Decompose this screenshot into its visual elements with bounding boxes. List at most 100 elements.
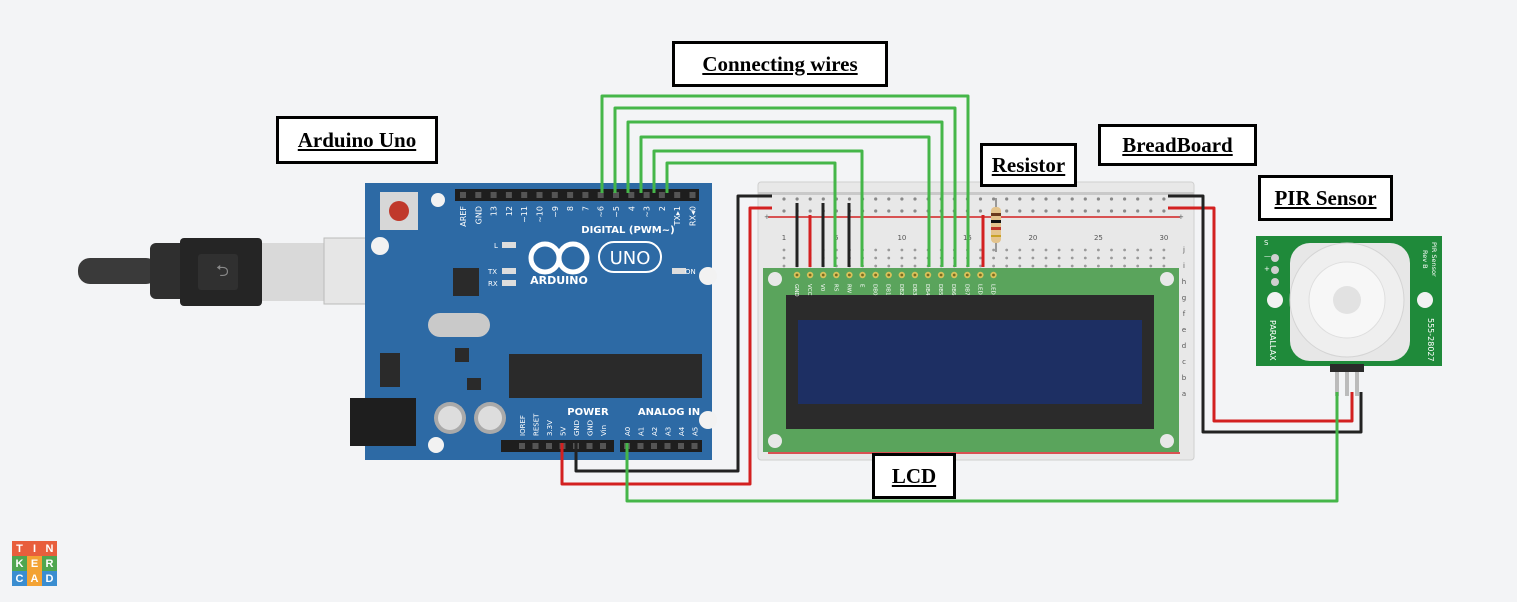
power-pin-label: GND — [573, 420, 581, 436]
header-pin — [551, 192, 558, 198]
breadboard-row-label: g — [1182, 294, 1186, 302]
pir-pin-label: S — [1264, 239, 1269, 247]
breadboard-column-label: 1 — [782, 234, 786, 242]
lcd-pin-label: GND — [793, 284, 799, 297]
header-pin — [567, 192, 574, 198]
header-pin — [536, 192, 543, 198]
usb-icon: ⮌ — [216, 261, 229, 280]
breadboard-row-label: i — [1183, 262, 1185, 270]
digital-pin-label: AREF — [459, 206, 468, 227]
model-label: UNO — [610, 248, 651, 269]
wire-black — [574, 194, 772, 473]
breadboard-row-label: j — [1182, 246, 1185, 254]
lcd-pin-label: DB2 — [898, 284, 904, 296]
breadboard-row-label: e — [1182, 326, 1186, 334]
header-pin — [643, 192, 650, 198]
wire-green — [625, 392, 1339, 503]
analog-pin-label: A4 — [678, 426, 686, 436]
lcd-pin-label: RS — [832, 284, 838, 292]
wire-green — [626, 120, 944, 267]
header-pin — [546, 443, 552, 449]
digital-pin-label: ~5 — [612, 206, 621, 218]
digital-pin-label: GND — [474, 206, 483, 224]
header-pin — [586, 443, 593, 449]
lcd-pin-label: RW — [845, 284, 851, 294]
pir-pin-label: + — [1264, 265, 1270, 273]
power-pin-label: 5V — [560, 427, 568, 436]
power-pin-label: Vin — [600, 425, 608, 436]
lcd-pin-label: DB0 — [872, 284, 878, 296]
header-pin — [519, 443, 525, 449]
header-pin — [532, 443, 539, 449]
tinkercad-logo-letter: T — [12, 541, 27, 556]
pir-board-title: PIR Sensor — [1430, 242, 1438, 277]
digital-pin-label: 4 — [627, 206, 636, 211]
header-pin — [674, 192, 681, 198]
digital-pin-label: ~11 — [520, 206, 529, 223]
tinkercad-logo-letter: D — [42, 571, 57, 586]
tinkercad-logo-letter: N — [42, 541, 57, 556]
breadboard-row-label: c — [1182, 358, 1186, 366]
breadboard-row-label: a — [1182, 390, 1186, 398]
header-pin — [658, 192, 665, 198]
wire-green — [600, 94, 970, 267]
connecting-wires — [560, 94, 1363, 503]
lcd-pin-label: DB3 — [911, 284, 917, 296]
label-pir-sensor: PIR Sensor — [1258, 175, 1393, 221]
header-pin — [678, 443, 684, 449]
breadboard-column-label: 25 — [1094, 234, 1103, 242]
reset-button[interactable] — [389, 201, 409, 221]
header-pin — [521, 192, 528, 198]
l-led-label: L — [494, 242, 498, 250]
header-pin — [460, 192, 466, 198]
breadboard-row-label: h — [1182, 278, 1186, 286]
analog-label: ANALOG IN — [638, 407, 700, 418]
on-label: ON — [685, 268, 696, 276]
tinkercad-logo-letter: R — [42, 556, 57, 571]
resistor[interactable] — [991, 198, 1001, 252]
digital-pin-label: ~3 — [643, 206, 652, 218]
pir-part-number: 555-28027 — [1426, 318, 1435, 362]
power-pin-label: IOREF — [519, 415, 527, 436]
analog-pin-label: A3 — [665, 427, 673, 436]
digital-pin-label: RX◂0 — [689, 206, 698, 226]
header-pin — [490, 192, 497, 198]
wire-green — [639, 135, 931, 267]
analog-pin-label: A5 — [692, 427, 700, 436]
header-pin — [582, 192, 589, 198]
pir-brand: PARALLAX — [1268, 320, 1277, 361]
lcd-pin-label: VCC — [806, 284, 812, 296]
microcontroller-chip — [509, 354, 702, 398]
tinkercad-logo-letter: I — [27, 541, 42, 556]
lcd-pin-label: LED — [990, 284, 996, 295]
digital-pin-label: 2 — [658, 206, 667, 211]
pir-pin-label: — — [1264, 252, 1271, 260]
wire-green — [652, 149, 864, 267]
analog-pin-label: A0 — [624, 427, 632, 436]
pir-rev: Rev B — [1421, 250, 1429, 269]
lcd-pin-label: E — [859, 284, 865, 288]
header-pin — [637, 443, 644, 449]
wire-black — [1168, 194, 1363, 434]
digital-pin-label: 12 — [505, 206, 514, 216]
digital-pin-label: 13 — [490, 206, 499, 216]
header-pin — [651, 443, 657, 449]
power-pin-label: 3.3V — [546, 420, 554, 436]
tx-led-label: TX — [487, 268, 497, 276]
breadboard-column-label: 10 — [897, 234, 906, 242]
label-lcd: LCD — [872, 453, 956, 499]
lcd-screen — [798, 320, 1142, 404]
lcd-pin-label: DB1 — [885, 284, 891, 296]
digital-pin-label: TX▸1 — [673, 206, 682, 226]
svg-text:+: + — [1178, 213, 1184, 221]
lcd-pin-label: DB7 — [963, 284, 969, 296]
header-pin — [600, 443, 606, 449]
wire-green — [613, 106, 957, 267]
digital-pin-label: 7 — [581, 206, 590, 211]
analog-pin-label: A2 — [651, 427, 659, 436]
